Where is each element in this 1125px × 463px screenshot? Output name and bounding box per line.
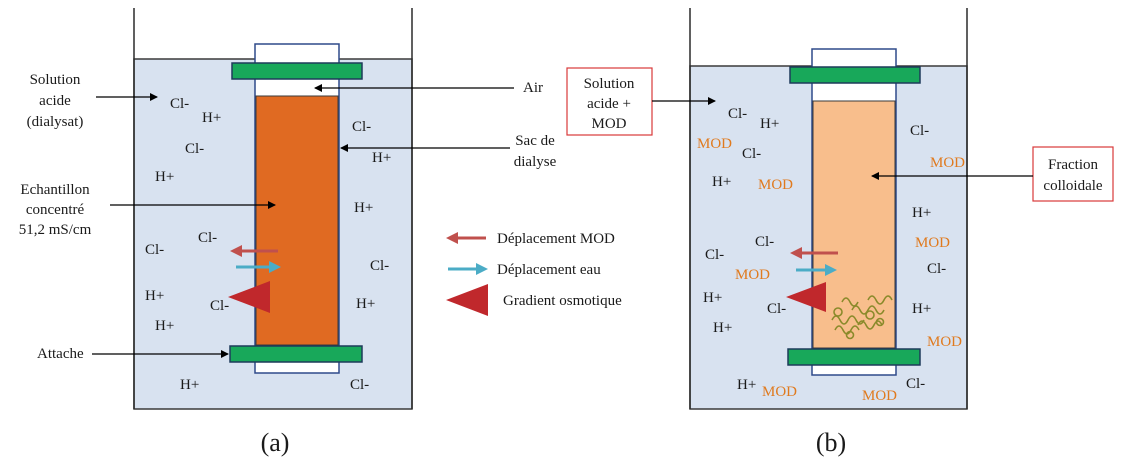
label-echantillon-2: concentré <box>26 202 85 218</box>
ion-b: Cl- <box>927 261 946 277</box>
mod-arrowhead-b <box>790 247 802 259</box>
ion-b: H+ <box>713 320 732 336</box>
caption-b: (b) <box>816 428 846 457</box>
panel-a: Solution acide (dialysat) Air Sac de dia… <box>19 8 557 457</box>
ion-b: H+ <box>912 301 931 317</box>
legend-gradient-triangle <box>446 284 488 316</box>
legend-gradient-label: Gradient osmotique <box>503 293 622 309</box>
ion-a: Cl- <box>350 377 369 393</box>
ion-a: Cl- <box>170 96 189 112</box>
ion-a: H+ <box>155 169 174 185</box>
label-solution-3: (dialysat) <box>27 114 84 130</box>
eau-arrowhead-a <box>269 261 281 273</box>
ion-b: H+ <box>912 205 931 221</box>
ion-b: Cl- <box>755 234 774 250</box>
ion-a: H+ <box>356 296 375 312</box>
legend-mod-label: Déplacement MOD <box>497 231 615 247</box>
ion-b: H+ <box>760 116 779 132</box>
ion-b: H+ <box>712 174 731 190</box>
mod-label: MOD <box>762 384 797 400</box>
label-sac-1: Sac de <box>515 133 555 149</box>
ion-a: H+ <box>202 110 221 126</box>
mod-label: MOD <box>915 235 950 251</box>
mod-label: MOD <box>735 267 770 283</box>
ion-a: H+ <box>180 377 199 393</box>
attache-clamp-a <box>229 345 363 363</box>
eau-arrowhead-b <box>825 264 837 276</box>
solution-box-b <box>566 67 653 136</box>
label-solution-b-3: MOD <box>591 116 626 132</box>
label-fraction-2: colloidale <box>1043 178 1102 194</box>
label-attache: Attache <box>37 346 84 362</box>
ion-a: Cl- <box>185 141 204 157</box>
legend-eau-label: Déplacement eau <box>497 262 601 278</box>
caption-a: (a) <box>261 428 290 457</box>
label-echantillon-1: Echantillon <box>20 182 90 198</box>
legend-mod-arrowhead <box>446 232 458 244</box>
ion-b: H+ <box>737 377 756 393</box>
mod-label: MOD <box>697 136 732 152</box>
ion-b: Cl- <box>767 301 786 317</box>
ion-a: Cl- <box>198 230 217 246</box>
mod-label: MOD <box>758 177 793 193</box>
legend-eau-arrowhead <box>476 263 488 275</box>
bottom-clamp-b <box>787 348 921 366</box>
ion-b: Cl- <box>728 106 747 122</box>
ion-a: H+ <box>145 288 164 304</box>
top-clamp-b <box>789 66 921 84</box>
mod-label: MOD <box>862 388 897 404</box>
mod-label: MOD <box>927 334 962 350</box>
ion-a: Cl- <box>210 298 229 314</box>
ion-b: Cl- <box>910 123 929 139</box>
label-solution-b-1: Solution <box>584 76 635 92</box>
ion-b: Cl- <box>742 146 761 162</box>
ion-b: Cl- <box>705 247 724 263</box>
ion-b: Cl- <box>906 376 925 392</box>
panel-b: Solution acide + MOD Fraction colloidale… <box>566 8 1114 457</box>
ion-a: Cl- <box>352 119 371 135</box>
mod-arrowhead-a <box>230 245 242 257</box>
mod-label: MOD <box>930 155 965 171</box>
ion-a: H+ <box>372 150 391 166</box>
label-solution-1: Solution <box>30 72 81 88</box>
label-echantillon-3: 51,2 mS/cm <box>19 222 92 238</box>
ion-a: H+ <box>354 200 373 216</box>
legend: Déplacement MOD Déplacement eau Gradient… <box>446 231 622 316</box>
ion-a: H+ <box>155 318 174 334</box>
ion-a: Cl- <box>145 242 164 258</box>
colloid-particles <box>831 295 893 340</box>
label-fraction-1: Fraction <box>1048 157 1098 173</box>
gradient-triangle-a <box>228 281 270 313</box>
ion-a: Cl- <box>370 258 389 274</box>
fraction-box-b <box>1032 146 1114 202</box>
top-clamp-a <box>231 62 363 80</box>
label-sac-2: dialyse <box>514 154 557 170</box>
label-solution-2: acide <box>39 93 71 109</box>
label-solution-b-2: acide + <box>587 96 631 112</box>
gradient-triangle-b <box>786 282 826 312</box>
ion-b: H+ <box>703 290 722 306</box>
label-air: Air <box>523 80 543 96</box>
